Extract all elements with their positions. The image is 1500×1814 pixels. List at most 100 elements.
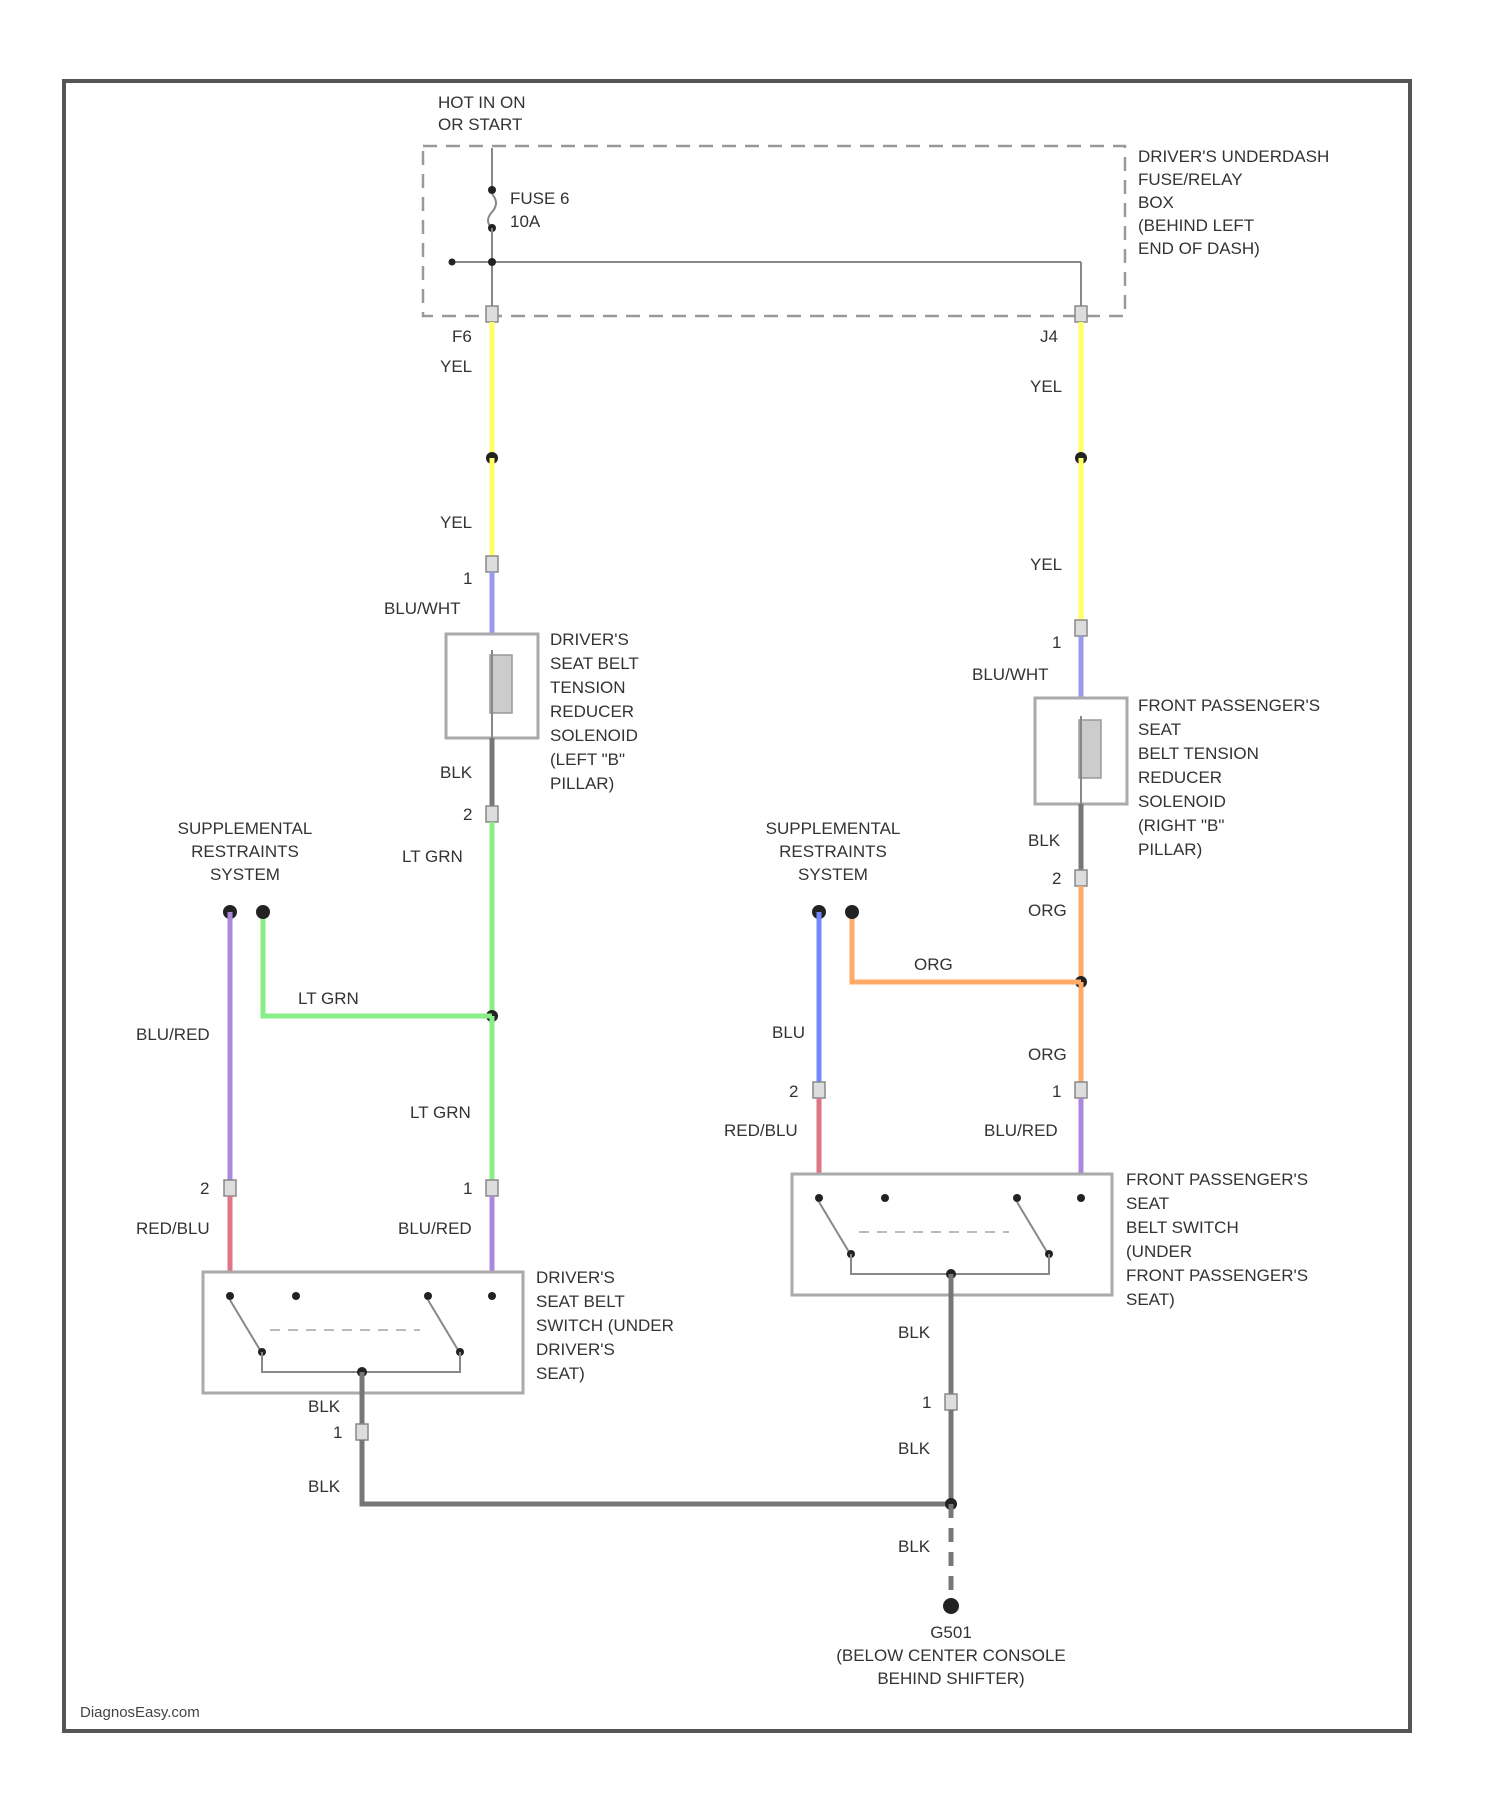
drv-solenoid-label-line-1: DRIVER'S <box>550 630 629 649</box>
ground-label-line-2: (BELOW CENTER CONSOLE <box>836 1646 1066 1665</box>
drv-switch-label-line-1: DRIVER'S <box>536 1268 615 1287</box>
drv-switch-ground-connector-pin-1 <box>356 1424 368 1440</box>
pas-solenoid-label-line-6: (RIGHT "B" <box>1138 816 1224 835</box>
wire-label-blu-srs-right: BLU <box>772 1023 805 1042</box>
terminal-f6-pin <box>486 306 498 322</box>
pas-solenoid-label-line-2: SEAT <box>1138 720 1181 739</box>
hot-label-line-1: HOT IN ON <box>438 93 526 112</box>
srs-right-label-line-1: SUPPLEMENTAL <box>766 819 901 838</box>
drv-solenoid-label-line-7: PILLAR) <box>550 774 614 793</box>
pas-switch-contact-6 <box>1077 1194 1085 1202</box>
drv-switch-label-line-4: DRIVER'S <box>536 1340 615 1359</box>
ground-label-line-1: G501 <box>930 1623 972 1642</box>
srs-right-terminal-b <box>845 905 859 919</box>
pas-solenoid-connector-pin-1 <box>1075 620 1087 636</box>
srs-left-label-line-1: SUPPLEMENTAL <box>178 819 313 838</box>
bus-junction <box>488 258 496 266</box>
wire-label-blk-pas-switch-lower: BLK <box>898 1439 931 1458</box>
drv-solenoid-connector-pin-2 <box>486 806 498 822</box>
terminal-f6-label: F6 <box>452 327 472 346</box>
drv-switch-contact-3 <box>292 1292 300 1300</box>
wire-label-blu-wht-right: BLU/WHT <box>972 665 1049 684</box>
fusebox-label-line-4: (BEHIND LEFT <box>1138 216 1254 235</box>
wire-label-blu-red-drv: BLU/RED <box>398 1219 472 1238</box>
drv-switch-contact-4 <box>424 1292 432 1300</box>
wire-label-org-branch: ORG <box>914 955 953 974</box>
wire-label-blu-red-srs-left: BLU/RED <box>136 1025 210 1044</box>
drv-switch-label-line-2: SEAT BELT <box>536 1292 625 1311</box>
pas-switch-pin-2-label: 2 <box>789 1082 798 1101</box>
pas-switch-ground-pin-label: 1 <box>922 1393 931 1412</box>
srs-right-label-line-3: SYSTEM <box>798 865 868 884</box>
wire-label-org-upper: ORG <box>1028 901 1067 920</box>
srs-right-label-line-2: RESTRAINTS <box>779 842 887 861</box>
wire-org-to-srs <box>852 912 1081 982</box>
fusebox-label-line-1: DRIVER'S UNDERDASH <box>1138 147 1329 166</box>
wire-label-yel-left-lower: YEL <box>440 513 472 532</box>
wire-label-yel-right-upper: YEL <box>1030 377 1062 396</box>
drv-switch-pin-2-label: 2 <box>200 1179 209 1198</box>
pas-switch-label-line-5: FRONT PASSENGER'S <box>1126 1266 1308 1285</box>
fuse-label-line-1: FUSE 6 <box>510 189 570 208</box>
drv-switch-ground-pin-label: 1 <box>333 1423 342 1442</box>
wire-label-blk-to-ground: BLK <box>898 1537 931 1556</box>
drv-solenoid-coil-icon <box>490 655 512 713</box>
pas-solenoid-label-line-1: FRONT PASSENGER'S <box>1138 696 1320 715</box>
fusebox-label-line-2: FUSE/RELAY <box>1138 170 1243 189</box>
drv-switch-connector-pin-1 <box>486 1180 498 1196</box>
pas-solenoid-label-line-7: PILLAR) <box>1138 840 1202 859</box>
drv-switch-contact-6 <box>488 1292 496 1300</box>
drv-solenoid-label-line-6: (LEFT "B" <box>550 750 625 769</box>
wire-label-lt-grn-lower: LT GRN <box>410 1103 471 1122</box>
drv-switch-contact-1 <box>226 1292 234 1300</box>
wire-label-blk-pas-switch-upper: BLK <box>898 1323 931 1342</box>
pas-switch-contact-1 <box>815 1194 823 1202</box>
pas-switch-label-line-2: SEAT <box>1126 1194 1169 1213</box>
pas-switch-connector-pin-2 <box>813 1082 825 1098</box>
wire-label-blk-drv-ground: BLK <box>308 1477 341 1496</box>
pas-switch-pin-1-label: 1 <box>1052 1082 1061 1101</box>
wire-label-lt-grn-branch: LT GRN <box>298 989 359 1008</box>
wire-label-blk-drv-switch-upper: BLK <box>308 1397 341 1416</box>
drv-switch-connector-pin-2 <box>224 1180 236 1196</box>
wire-label-blu-wht-left: BLU/WHT <box>384 599 461 618</box>
ground-g501-icon <box>943 1598 959 1614</box>
bus-terminal-left <box>449 259 456 266</box>
wire-label-red-blu-drv: RED/BLU <box>136 1219 210 1238</box>
srs-left-label-line-2: RESTRAINTS <box>191 842 299 861</box>
srs-left-terminal-b <box>256 905 270 919</box>
pas-switch-label-line-4: (UNDER <box>1126 1242 1192 1261</box>
terminal-j4-label: J4 <box>1040 327 1058 346</box>
wire-label-org-lower: ORG <box>1028 1045 1067 1064</box>
pas-switch-ground-connector-pin-1 <box>945 1394 957 1410</box>
drv-solenoid-connector-pin-1 <box>486 556 498 572</box>
pas-solenoid-coil-icon <box>1079 720 1101 778</box>
pas-solenoid-label-line-5: SOLENOID <box>1138 792 1226 811</box>
pas-switch-label-line-1: FRONT PASSENGER'S <box>1126 1170 1308 1189</box>
underdash-fuse-relay-box <box>423 146 1125 316</box>
wire-label-yel-right-lower: YEL <box>1030 555 1062 574</box>
drv-solenoid-label-line-2: SEAT BELT <box>550 654 639 673</box>
wire-label-yel-left-upper: YEL <box>440 357 472 376</box>
wire-label-blk-pas-solenoid: BLK <box>1028 831 1061 850</box>
srs-left-label-line-3: SYSTEM <box>210 865 280 884</box>
drv-switch-label-line-5: SEAT) <box>536 1364 585 1383</box>
drv-solenoid-label-line-5: SOLENOID <box>550 726 638 745</box>
hot-label-line-2: OR START <box>438 115 522 134</box>
drv-solenoid-label-line-4: REDUCER <box>550 702 634 721</box>
pas-solenoid-pin-2-label: 2 <box>1052 869 1061 888</box>
drv-switch-label-line-3: SWITCH (UNDER <box>536 1316 674 1335</box>
pas-switch-label-line-3: BELT SWITCH <box>1126 1218 1239 1237</box>
pas-switch-connector-pin-1 <box>1075 1082 1087 1098</box>
pas-solenoid-label-line-4: REDUCER <box>1138 768 1222 787</box>
pas-solenoid-connector-pin-2 <box>1075 870 1087 886</box>
drv-solenoid-pin-2-label: 2 <box>463 805 472 824</box>
pas-switch-label-line-6: SEAT) <box>1126 1290 1175 1309</box>
pas-solenoid-label-line-3: BELT TENSION <box>1138 744 1259 763</box>
wire-blk-drv-ground-run <box>362 1440 948 1504</box>
ground-label-line-3: BEHIND SHIFTER) <box>877 1669 1024 1688</box>
fusebox-label-line-5: END OF DASH) <box>1138 239 1260 258</box>
drv-solenoid-label-line-3: TENSION <box>550 678 626 697</box>
fuse-label-line-2: 10A <box>510 212 541 231</box>
